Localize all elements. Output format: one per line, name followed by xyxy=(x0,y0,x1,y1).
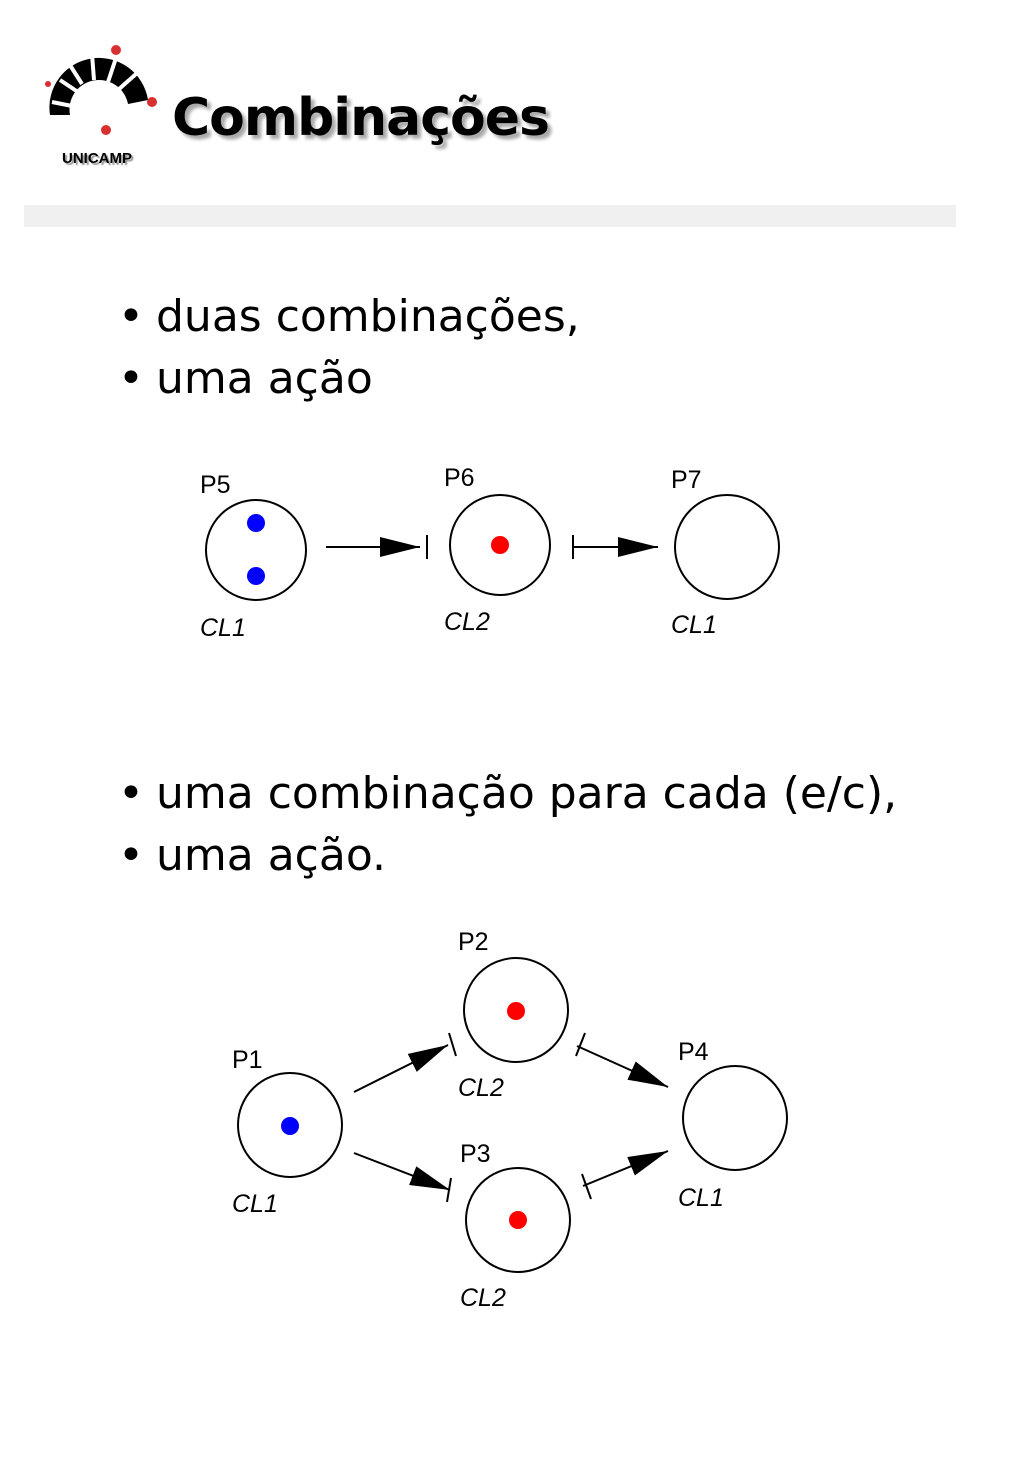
transition-bar xyxy=(581,1173,592,1200)
place-circle xyxy=(205,499,307,601)
transition-bar xyxy=(446,1177,452,1203)
logo-emblem xyxy=(45,45,157,135)
place-class-label: CL1 xyxy=(678,1184,724,1212)
diagram-sequential: P5 CL1 P6 CL2 P7 CL1 xyxy=(200,464,780,642)
place-p3: P3 CL2 xyxy=(460,1140,571,1312)
place-class-label: CL2 xyxy=(460,1284,506,1312)
arc-p3-p4 xyxy=(582,1150,669,1187)
place-circle xyxy=(463,957,569,1063)
place-circle xyxy=(449,494,551,596)
token-red-icon xyxy=(509,1211,527,1229)
place-circle xyxy=(682,1065,788,1171)
bullet-list-1: •duas combinações, •uma ação xyxy=(118,286,580,410)
bullet-dot-icon: • xyxy=(118,353,144,404)
bullet-text: uma combinação para cada (e/c), xyxy=(156,768,898,819)
logo-text: UNICAMP xyxy=(62,150,132,167)
token-blue-icon xyxy=(281,1117,299,1135)
arc-p1-p3 xyxy=(353,1152,451,1191)
transition-bar xyxy=(575,1032,586,1057)
token-blue-icon xyxy=(247,514,265,532)
place-label: P3 xyxy=(460,1140,491,1168)
bullet-text: uma ação xyxy=(156,353,373,404)
bullet-text: duas combinações, xyxy=(156,291,580,342)
place-class-label: CL2 xyxy=(458,1074,504,1102)
arc-p1-p2 xyxy=(353,1044,449,1093)
bullet-item: •duas combinações, xyxy=(118,286,580,348)
transition-bar xyxy=(448,1032,457,1057)
bullet-item: •uma ação. xyxy=(118,825,897,887)
place-class-label: CL1 xyxy=(671,611,717,639)
place-label: P2 xyxy=(458,928,489,956)
page-title: Combinações xyxy=(172,88,550,148)
place-class-label: CL2 xyxy=(444,608,490,636)
place-class-label: CL1 xyxy=(232,1190,278,1218)
place-p2: P2 CL2 xyxy=(458,928,569,1102)
place-label: P5 xyxy=(200,471,231,499)
bullet-text: uma ação. xyxy=(156,830,386,881)
place-circle xyxy=(465,1167,571,1273)
bullet-dot-icon: • xyxy=(118,830,144,881)
place-p4: P4 CL1 xyxy=(678,1038,788,1212)
place-label: P7 xyxy=(671,466,702,494)
bullet-list-2: •uma combinação para cada (e/c), •uma aç… xyxy=(118,763,897,887)
token-red-icon xyxy=(507,1002,525,1020)
diagram-parallel: P1 CL1 P2 CL2 P3 CL2 P4 CL1 xyxy=(232,928,788,1312)
bullet-item: •uma combinação para cada (e/c), xyxy=(118,763,897,825)
token-blue-icon xyxy=(247,567,265,585)
place-label: P1 xyxy=(232,1046,263,1074)
bullet-dot-icon: • xyxy=(118,768,144,819)
place-class-label: CL1 xyxy=(200,614,246,642)
place-p7: P7 CL1 xyxy=(671,466,780,639)
place-circle xyxy=(237,1072,343,1178)
title-divider xyxy=(24,205,956,227)
place-circle xyxy=(674,494,780,600)
arc-p2-p4 xyxy=(576,1045,669,1088)
place-p1: P1 CL1 xyxy=(232,1046,343,1218)
token-red-icon xyxy=(491,536,509,554)
bullet-dot-icon: • xyxy=(118,291,144,342)
bullet-item: •uma ação xyxy=(118,348,580,410)
place-label: P4 xyxy=(678,1038,709,1066)
place-p6: P6 CL2 xyxy=(444,464,551,636)
place-p5: P5 CL1 xyxy=(200,471,307,642)
place-label: P6 xyxy=(444,464,475,492)
unicamp-logo xyxy=(45,45,157,135)
